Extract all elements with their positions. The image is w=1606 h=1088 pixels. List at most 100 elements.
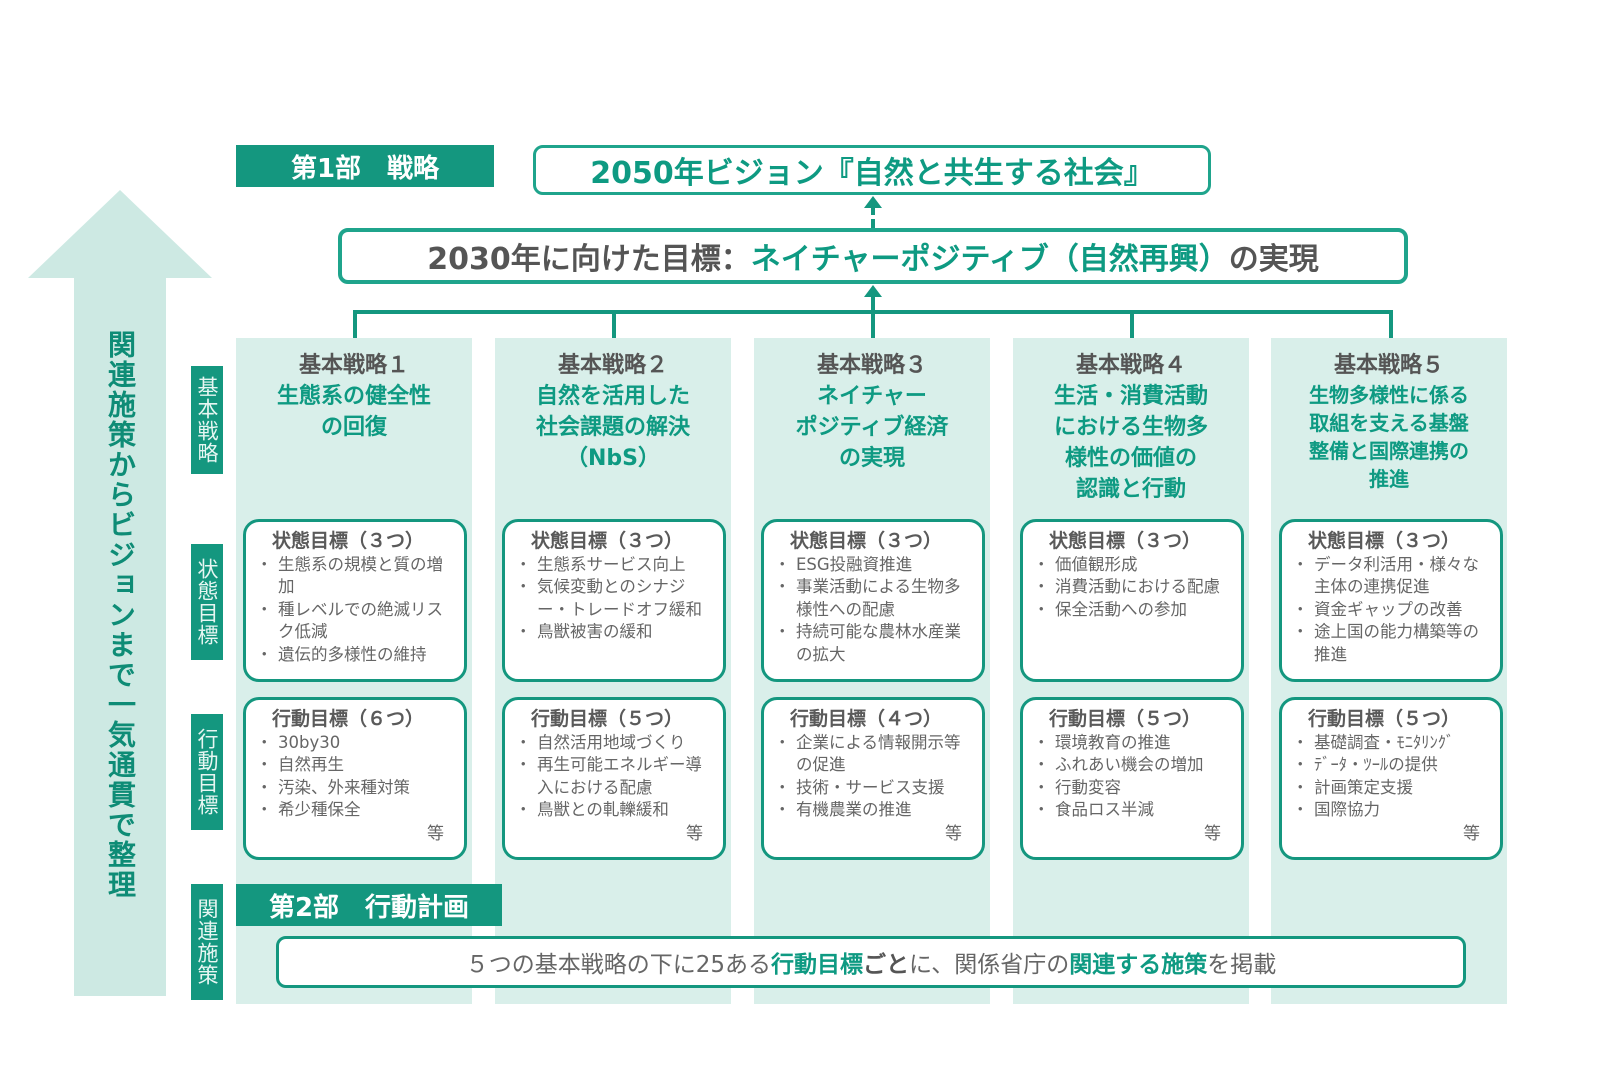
action-goal-box-1: 行動目標（６つ） 30by30 自然再生 汚染、外来種対策 希少種保全 等 <box>243 697 467 860</box>
state-goal-item: 気候変動とのシナジー・トレードオフ緩和 <box>515 576 717 621</box>
state-goal-item: 鳥獣被害の緩和 <box>515 621 717 644</box>
vision-2050-text: 『自然と共生する社会』 <box>823 156 1154 191</box>
action-goal-box-5: 行動目標（５つ） 基礎調査・ﾓﾆﾀﾘﾝｸﾞ ﾃﾞｰﾀ・ﾂｰﾙの提供 計画策定支援… <box>1279 697 1503 860</box>
action-goal-item: 自然活用地域づくり <box>515 732 717 755</box>
vision-2050-box: 2050年ビジョン『自然と共生する社会』 <box>533 145 1211 195</box>
etc-label: 等 <box>1463 823 1480 844</box>
state-goal-item: 消費活動における配慮 <box>1033 576 1235 599</box>
state-goal-item: データ利活用・様々な主体の連携促進 <box>1292 554 1494 599</box>
strategy-title-line: 生態系の健全性 <box>276 384 431 409</box>
etc-label: 等 <box>1204 823 1221 844</box>
row-label-strategy: 基本戦略 <box>191 366 223 474</box>
state-goal-title: 状態目標（３つ） <box>1308 530 1461 552</box>
etc-label: 等 <box>686 823 703 844</box>
state-goal-title: 状態目標（３つ） <box>790 530 943 552</box>
goal-2030-suffix: の実現 <box>1228 242 1319 277</box>
strategy-title-line: 様性の価値の <box>1064 446 1197 471</box>
state-goal-box-2: 状態目標（３つ） 生態系サービス向上 気候変動とのシナジー・トレードオフ緩和 鳥… <box>502 519 726 682</box>
strategy-title-line: における生物多 <box>1053 415 1208 440</box>
action-goal-item: ふれあい機会の増加 <box>1033 754 1235 777</box>
row-label-related-measures: 関連施策 <box>191 884 223 1000</box>
state-goal-item: 遺伝的多様性の維持 <box>256 644 458 667</box>
related-measures-note: ５つの基本戦略の下に25ある行動目標ごとに、関係省庁の関連する施策を掲載 <box>276 936 1466 988</box>
state-goal-box-1: 状態目標（３つ） 生態系の規模と質の増加 種レベルでの絶滅リスク低減 遺伝的多様… <box>243 519 467 682</box>
state-goal-item: 保全活動への参加 <box>1033 599 1235 622</box>
action-goal-item: 食品ロス半減 <box>1033 799 1235 822</box>
part2-tag: 第2部 行動計画 <box>236 884 502 926</box>
state-goal-item: 価値観形成 <box>1033 554 1235 577</box>
action-goal-title: 行動目標（５つ） <box>1049 708 1202 730</box>
state-goal-title: 状態目標（３つ） <box>531 530 684 552</box>
arrow-caption: 関連施策からビジョンまで一気通貫で整理 <box>104 330 137 900</box>
action-goal-title: 行動目標（５つ） <box>1308 708 1461 730</box>
note-text: ５つの基本戦略の下に25ある <box>465 952 771 978</box>
strategy-title-line: 自然を活用した <box>535 384 690 409</box>
upward-arrow-shaft <box>74 276 166 996</box>
action-goal-item: 技術・サービス支援 <box>774 777 976 800</box>
state-goal-box-5: 状態目標（３つ） データ利活用・様々な主体の連携促進 資金ギャップの改善 途上国… <box>1279 519 1503 682</box>
strategy-title-line: 生活・消費活動 <box>1053 384 1208 409</box>
connector <box>612 310 616 338</box>
strategy-number: 基本戦略１ <box>298 353 409 378</box>
action-goal-item: 有機農業の推進 <box>774 799 976 822</box>
arrow-up-icon <box>864 196 882 208</box>
state-goal-title: 状態目標（３つ） <box>272 530 425 552</box>
action-goal-item: 環境教育の推進 <box>1033 732 1235 755</box>
action-goal-title: 行動目標（５つ） <box>531 708 684 730</box>
note-text: に、関係省庁の <box>908 952 1070 978</box>
strategy-title-line: ネイチャー <box>817 384 927 409</box>
connector <box>871 296 875 338</box>
state-goal-item: 持続可能な農林水産業の拡大 <box>774 621 976 666</box>
action-goal-item: 自然再生 <box>256 754 458 777</box>
action-goal-item: 再生可能エネルギー導入における配慮 <box>515 754 717 799</box>
state-goal-box-4: 状態目標（３つ） 価値観形成 消費活動における配慮 保全活動への参加 <box>1020 519 1244 682</box>
goal-2030-prefix: 2030年に向けた目標： <box>427 242 751 277</box>
action-goal-item: 行動変容 <box>1033 777 1235 800</box>
action-goal-box-2: 行動目標（５つ） 自然活用地域づくり 再生可能エネルギー導入における配慮 鳥獣と… <box>502 697 726 860</box>
etc-label: 等 <box>945 823 962 844</box>
state-goal-item: 生態系サービス向上 <box>515 554 717 577</box>
state-goal-box-3: 状態目標（３つ） ESG投融資推進 事業活動による生物多様性への配慮 持続可能な… <box>761 519 985 682</box>
etc-label: 等 <box>427 823 444 844</box>
note-text: を掲載 <box>1207 952 1277 978</box>
note-highlight: 関連する施策 <box>1069 952 1208 978</box>
connector <box>353 310 1393 314</box>
state-goal-item: 事業活動による生物多様性への配慮 <box>774 576 976 621</box>
connector <box>871 219 875 228</box>
action-goal-item: 企業による情報開示等の促進 <box>774 732 976 777</box>
goal-2030-highlight: ネイチャーポジティブ（自然再興） <box>750 242 1229 277</box>
strategy-title-line: の回復 <box>320 415 387 440</box>
strategy-title-line: 推進 <box>1369 467 1409 491</box>
state-goal-item: 資金ギャップの改善 <box>1292 599 1494 622</box>
strategy-title-line: 整備と国際連携の <box>1309 439 1469 463</box>
state-goal-item: 種レベルでの絶滅リスク低減 <box>256 599 458 644</box>
strategy-title-line: の実現 <box>838 446 905 471</box>
arrow-up-icon <box>864 285 882 297</box>
note-highlight: ごと <box>862 952 909 978</box>
action-goal-item: 国際協力 <box>1292 799 1494 822</box>
connector <box>871 207 875 215</box>
action-goal-title: 行動目標（６つ） <box>272 708 425 730</box>
strategy-title-line: ポジティブ経済 <box>795 415 949 440</box>
state-goal-item: ESG投融資推進 <box>774 554 976 577</box>
connector <box>1130 310 1134 338</box>
strategy-number: 基本戦略５ <box>1333 353 1444 378</box>
strategy-title-line: 生物多様性に係る <box>1309 383 1469 407</box>
strategy-title-line: （NbS） <box>565 446 660 471</box>
action-goal-item: 30by30 <box>256 732 458 755</box>
strategy-number: 基本戦略２ <box>557 353 668 378</box>
state-goal-item: 途上国の能力構築等の推進 <box>1292 621 1494 666</box>
action-goal-item: ﾃﾞｰﾀ・ﾂｰﾙの提供 <box>1292 754 1494 777</box>
row-label-state-goal: 状態目標 <box>191 544 223 660</box>
upward-arrow-icon <box>28 190 212 278</box>
strategy-title-line: 社会課題の解決 <box>535 415 690 440</box>
strategy-title-line: 取組を支える基盤 <box>1309 411 1469 435</box>
note-highlight: 行動目標 <box>770 952 863 978</box>
action-goal-item: 汚染、外来種対策 <box>256 777 458 800</box>
action-goal-item: 希少種保全 <box>256 799 458 822</box>
connector <box>1389 310 1393 338</box>
strategy-title-line: 認識と行動 <box>1075 477 1186 502</box>
action-goal-item: 鳥獣との軋轢緩和 <box>515 799 717 822</box>
action-goal-box-3: 行動目標（４つ） 企業による情報開示等の促進 技術・サービス支援 有機農業の推進… <box>761 697 985 860</box>
row-label-action-goal: 行動目標 <box>191 714 223 830</box>
